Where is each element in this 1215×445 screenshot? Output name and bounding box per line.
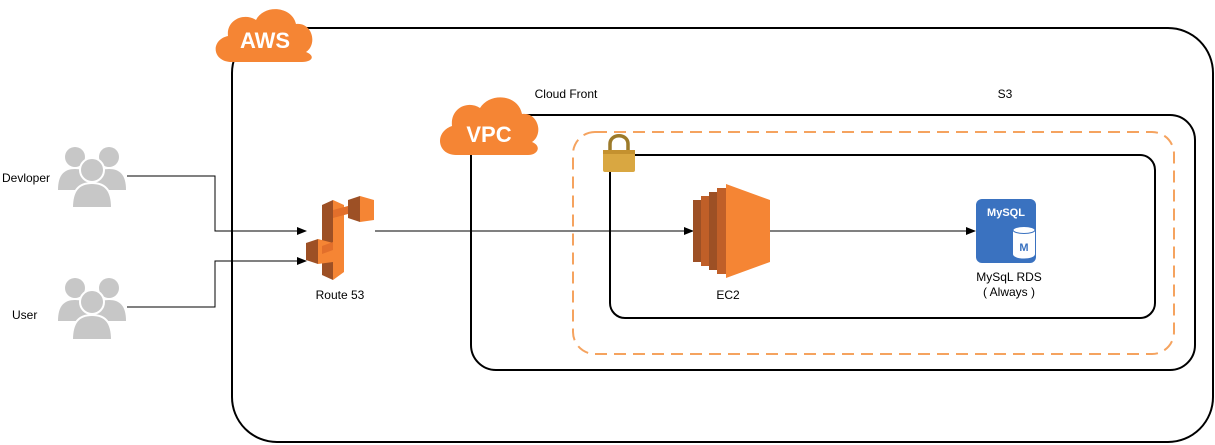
vpc-boundary	[470, 114, 1196, 371]
lock-icon	[603, 134, 635, 172]
rds-label-line2: ( Always )	[983, 285, 1035, 299]
aws-badge-label: AWS	[240, 28, 290, 53]
developer-users-icon	[58, 147, 126, 209]
route53-label: Route 53	[316, 288, 365, 302]
mysql-m-glyph: M	[1019, 242, 1028, 254]
user-label: User	[12, 308, 37, 322]
connector-user-to-route53	[127, 257, 307, 308]
aws-cloud-boundary	[231, 27, 1214, 443]
rds-label-line1: MySqL RDS	[976, 270, 1042, 284]
route53-icon	[306, 196, 374, 280]
ec2-icon	[693, 184, 770, 278]
cloudfront-label: Cloud Front	[535, 87, 598, 101]
connector-developer-to-route53	[127, 175, 307, 235]
aws-cloud-icon: AWS	[215, 9, 313, 63]
developer-label: Devloper	[2, 171, 50, 185]
s3-boundary	[609, 154, 1156, 319]
s3-label: S3	[998, 87, 1013, 101]
cloudfront-boundary	[572, 131, 1175, 355]
mysql-badge-text: MySQL	[987, 207, 1025, 219]
vpc-badge-label: VPC	[466, 122, 511, 147]
ec2-label: EC2	[716, 288, 740, 302]
mysql-rds-icon: MySQL M	[976, 199, 1036, 263]
vpc-cloud-icon: VPC	[440, 97, 539, 155]
user-users-icon	[58, 278, 126, 341]
